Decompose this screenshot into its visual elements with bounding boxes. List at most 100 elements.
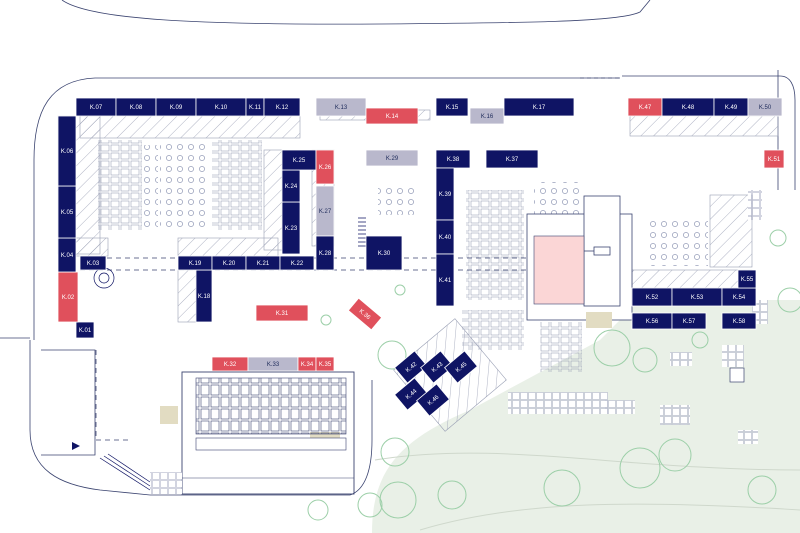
booth-label: K.57	[683, 319, 696, 325]
booth-label: K.38	[447, 157, 460, 163]
booth-k56[interactable]: K.56	[631, 312, 673, 330]
booth-label: K.14	[386, 114, 399, 120]
booth-shape	[485, 149, 539, 169]
booth-k20[interactable]: K.20	[211, 255, 247, 271]
booth-label: K.06	[61, 149, 74, 155]
booth-k08[interactable]: K.08	[115, 97, 157, 117]
booth-shape	[737, 269, 757, 289]
booth-k07[interactable]: K.07	[75, 97, 117, 117]
booth-k39[interactable]: K.39	[435, 167, 455, 221]
booth-label: K.16	[481, 114, 494, 120]
booth-k26[interactable]: K.26	[315, 149, 335, 185]
booth-k17[interactable]: K.17	[503, 97, 575, 117]
booth-shape	[279, 255, 315, 271]
booth-k40[interactable]: K.40	[435, 219, 455, 255]
booth-k18[interactable]: K.18	[195, 269, 213, 323]
booth-label: K.41	[439, 278, 452, 284]
booth-label: K.34	[301, 362, 314, 368]
booth-shape	[444, 350, 478, 384]
booth-label: K.07	[90, 105, 103, 111]
booth-label: K.21	[257, 261, 270, 267]
booth-k55[interactable]: K.55	[737, 269, 757, 289]
booth-k42[interactable]: K.42	[394, 350, 428, 384]
booth-k16[interactable]: K.16	[469, 107, 505, 125]
booth-label: K.28	[319, 251, 332, 257]
booth-k28[interactable]: K.28	[315, 235, 335, 271]
booth-k21[interactable]: K.21	[245, 255, 281, 271]
booth-shape	[365, 107, 419, 125]
hatched-zones	[57, 109, 779, 432]
booth-k31[interactable]: K.31	[255, 304, 309, 322]
booth-k36[interactable]: K.36	[347, 297, 383, 331]
booth-k50[interactable]: K.50	[747, 97, 783, 117]
booth-k29[interactable]: K.29	[365, 149, 419, 167]
booth-shape	[763, 149, 785, 169]
booth-label: K.35	[319, 362, 332, 368]
booth-k01[interactable]: K.01	[75, 321, 95, 339]
booth-k49[interactable]: K.49	[713, 97, 749, 117]
booth-label: K.31	[276, 311, 289, 317]
booth-shape	[255, 304, 309, 322]
booth-k22[interactable]: K.22	[279, 255, 315, 271]
booth-label: K.48	[682, 105, 695, 111]
booth-k57[interactable]: K.57	[671, 312, 707, 330]
booth-k35[interactable]: K.35	[315, 356, 335, 372]
entrance-arrow	[72, 442, 80, 450]
booth-k02[interactable]: K.02	[57, 271, 79, 323]
booth-k25[interactable]: K.25	[281, 149, 317, 171]
booth-k13[interactable]: K.13	[315, 97, 367, 117]
booth-label: K.18	[198, 294, 211, 300]
booth-k54[interactable]: K.54	[721, 287, 757, 307]
booth-k19[interactable]: K.19	[177, 255, 213, 271]
booth-label: K.32	[224, 362, 237, 368]
booth-k58[interactable]: K.58	[721, 312, 757, 330]
booth-label: K.17	[533, 105, 546, 111]
booth-k23[interactable]: K.23	[281, 201, 301, 255]
booth-shape	[75, 321, 95, 339]
booth-k32[interactable]: K.32	[211, 356, 249, 372]
booth-k09[interactable]: K.09	[155, 97, 197, 117]
booth-k05[interactable]: K.05	[57, 185, 77, 239]
booth-k14[interactable]: K.14	[365, 107, 419, 125]
booth-k10[interactable]: K.10	[195, 97, 247, 117]
booth-k06[interactable]: K.06	[57, 115, 77, 187]
booth-k04[interactable]: K.04	[57, 237, 77, 273]
booth-label: K.13	[335, 105, 348, 111]
booth-k46[interactable]: K.46	[416, 383, 450, 417]
booth-k34[interactable]: K.34	[297, 356, 317, 372]
booth-shape	[435, 253, 455, 307]
booth-k45[interactable]: K.45	[444, 350, 478, 384]
booth-label: K.20	[223, 261, 236, 267]
booth-k27[interactable]: K.27	[315, 185, 335, 237]
booth-k11[interactable]: K.11	[245, 97, 265, 117]
booth-label: K.23	[285, 226, 298, 232]
booth-k51[interactable]: K.51	[763, 149, 785, 169]
booth-k52[interactable]: K.52	[631, 287, 673, 307]
booth-k43[interactable]: K.43	[420, 350, 454, 384]
booth-k33[interactable]: K.33	[247, 356, 299, 372]
booth-label: K.02	[62, 295, 75, 301]
booth-shape	[315, 149, 335, 185]
booth-k12[interactable]: K.12	[263, 97, 301, 117]
booth-k03[interactable]: K.03	[79, 255, 107, 271]
booth-label: K.51	[768, 157, 781, 163]
booth-k53[interactable]: K.53	[671, 287, 723, 307]
booth-label: K.30	[378, 251, 391, 257]
booth-label: K.50	[759, 105, 772, 111]
booth-k38[interactable]: K.38	[435, 149, 471, 169]
booth-k48[interactable]: K.48	[661, 97, 715, 117]
booth-k37[interactable]: K.37	[485, 149, 539, 169]
booth-shape	[315, 97, 367, 117]
booth-label: K.04	[61, 253, 74, 259]
booth-k47[interactable]: K.47	[627, 97, 663, 117]
booth-shape	[79, 255, 107, 271]
booth-k24[interactable]: K.24	[281, 169, 301, 203]
booth-shape	[435, 97, 469, 117]
booth-label: K.39	[439, 192, 452, 198]
site-outlines	[0, 0, 796, 496]
booth-k41[interactable]: K.41	[435, 253, 455, 307]
booth-k15[interactable]: K.15	[435, 97, 469, 117]
booth-k30[interactable]: K.30	[365, 235, 403, 271]
